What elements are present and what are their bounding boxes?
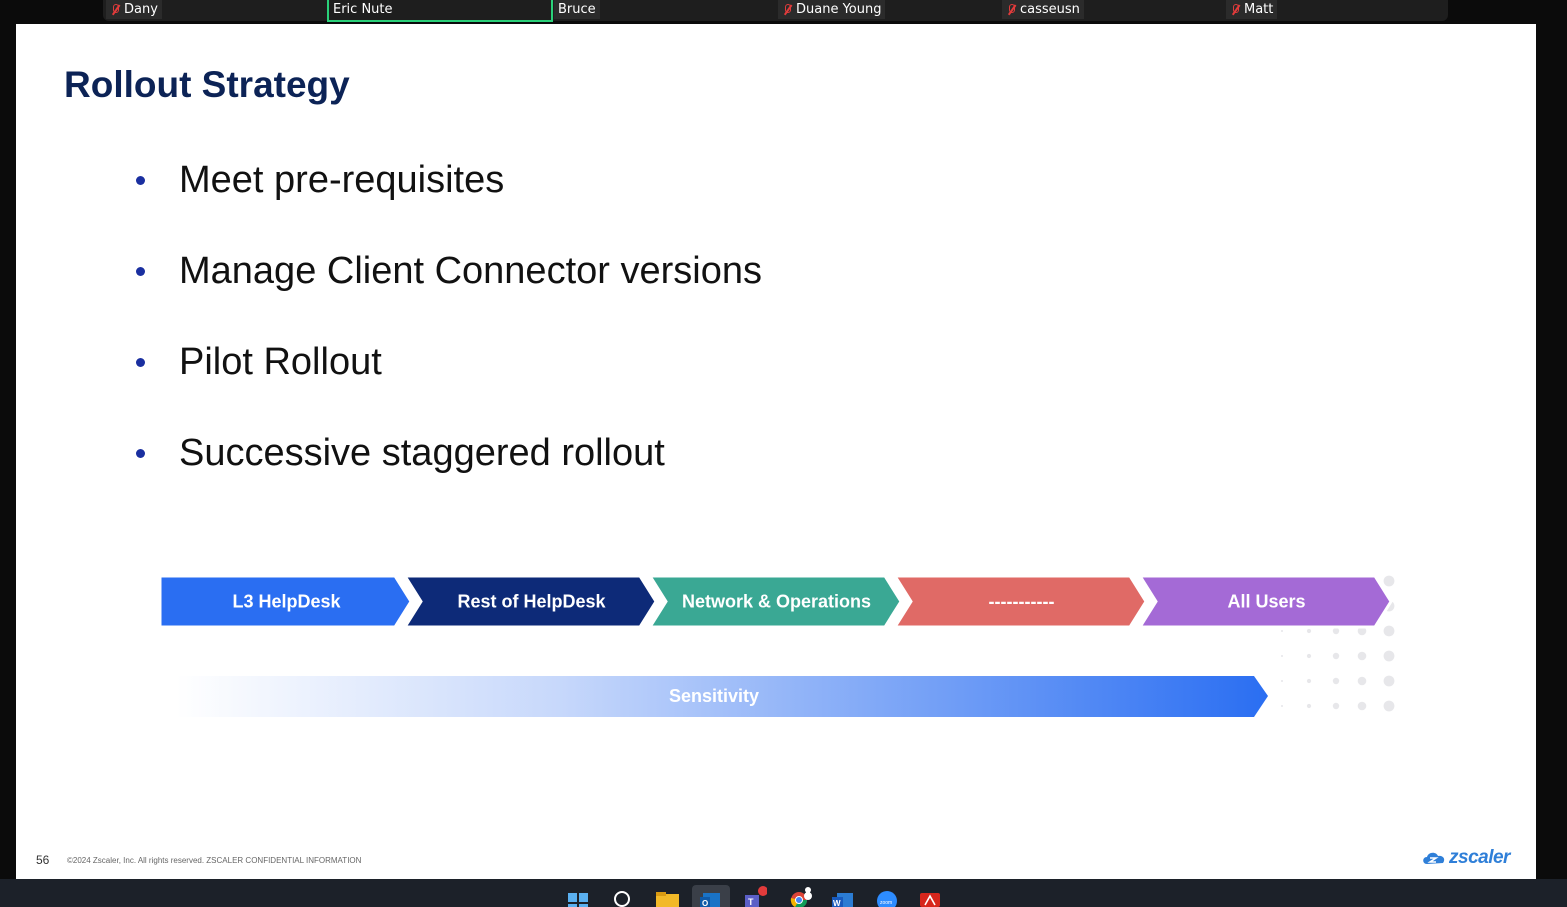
participant-bar <box>103 0 1448 21</box>
logo-text: zscaler <box>1449 847 1510 868</box>
stage-label: Rest of HelpDesk <box>457 592 606 612</box>
decor-dot <box>1306 653 1312 659</box>
participant-label: Eric Nute <box>329 0 397 19</box>
stage-chevron <box>402 574 658 629</box>
participant-name: casseusn <box>1020 2 1080 17</box>
participant-name: Matt <box>1244 2 1274 17</box>
decor-dot <box>1281 705 1283 707</box>
svg-text:zoom: zoom <box>880 900 892 906</box>
mic-muted-icon <box>110 3 120 16</box>
participant-name: Bruce <box>558 2 596 17</box>
copyright-text: ©2024 Zscaler, Inc. All rights reserved.… <box>67 856 362 865</box>
teams-icon[interactable]: T <box>743 885 767 907</box>
decor-dot <box>1383 700 1395 712</box>
acrobat-icon[interactable] <box>919 885 943 907</box>
bullet-text: Manage Client Connector versions <box>179 250 762 292</box>
bullet-item: Manage Client Connector versions <box>136 250 762 293</box>
decor-dot <box>1357 676 1367 686</box>
participant-tile-dany[interactable]: Dany <box>106 0 326 20</box>
outlook-icon[interactable]: O <box>692 885 730 907</box>
participant-label: Bruce <box>554 0 600 19</box>
participant-strip: Dany Eric Nute Bruce Duane Young casseus… <box>0 0 1567 24</box>
bullet-item: Meet pre-requisites <box>136 159 504 202</box>
svg-text:W: W <box>833 899 841 907</box>
participant-label: Duane Young <box>778 0 886 19</box>
bullet-dot <box>136 176 145 185</box>
mic-muted-icon <box>1006 3 1016 16</box>
bullet-dot <box>136 358 145 367</box>
search-icon[interactable] <box>610 885 634 907</box>
decor-dot <box>1383 575 1395 587</box>
decor-dot <box>1383 650 1395 662</box>
sensitivity-arrow: Sensitivity <box>176 676 1268 717</box>
rollout-stages: L3 HelpDesk Rest of HelpDesk Network & Ope… <box>158 574 1393 629</box>
participant-tile-casseusn[interactable]: casseusn <box>1002 0 1222 20</box>
stage-chevron <box>1137 574 1393 629</box>
participant-name: Duane Young <box>796 2 882 17</box>
stage-chevron <box>892 574 1148 629</box>
bullet-text: Meet pre-requisites <box>179 159 505 201</box>
participant-tile-matt[interactable]: Matt <box>1226 0 1446 20</box>
rollout-diagram: L3 HelpDesk Rest of HelpDesk Network & Ope… <box>158 574 1395 717</box>
sensitivity-label: Sensitivity <box>669 686 759 706</box>
shared-slide: Rollout Strategy Meet pre-requisites Man… <box>16 24 1536 879</box>
bullet-dot <box>136 449 145 458</box>
mic-muted-icon <box>782 3 792 16</box>
decor-dot <box>1357 626 1367 636</box>
decor-dot <box>1332 702 1340 710</box>
chrome-icon[interactable] <box>788 885 812 907</box>
bullet-text: Successive staggered rollout <box>179 432 665 474</box>
decor-dot <box>1306 703 1312 709</box>
stage-chevron <box>158 574 413 629</box>
zoom-icon[interactable]: zoom <box>875 885 899 907</box>
bullet-text: Pilot Rollout <box>179 341 382 383</box>
bullet-item: Pilot Rollout <box>136 341 382 384</box>
slide-title: Rollout Strategy <box>64 64 350 105</box>
participant-label: casseusn <box>1002 0 1084 19</box>
zscaler-logo: zscaler <box>1421 847 1510 869</box>
stage-label: Network & Operations <box>682 592 871 612</box>
mic-muted-icon <box>1230 3 1240 16</box>
participant-label: Matt <box>1226 0 1278 19</box>
decor-dot <box>1281 630 1283 632</box>
bullet-item: Successive staggered rollout <box>136 432 665 475</box>
decor-dot <box>1357 701 1367 711</box>
decor-dot <box>1306 678 1312 684</box>
decor-dot <box>1383 675 1395 687</box>
decor-dot <box>1332 677 1340 685</box>
page-number: 56 <box>36 853 50 867</box>
zscaler-cloud-icon <box>1423 852 1445 864</box>
decor-dot <box>1332 652 1340 660</box>
bullet-dot <box>136 267 145 276</box>
file-explorer-icon[interactable] <box>655 885 679 907</box>
decor-dot <box>1306 628 1312 634</box>
participant-name: Dany <box>124 2 158 17</box>
windows-start-icon[interactable] <box>566 885 590 907</box>
participant-tile-duane-young[interactable]: Duane Young <box>778 0 998 20</box>
stage-label: ----------- <box>989 592 1055 612</box>
stage-label: L3 HelpDesk <box>232 592 341 612</box>
decor-dot <box>1357 651 1367 661</box>
participant-tile-bruce[interactable]: Bruce <box>554 0 774 20</box>
svg-text:T: T <box>748 897 754 907</box>
stage-chevron <box>647 574 903 629</box>
participant-tile-eric-nute[interactable]: Eric Nute <box>327 0 553 22</box>
participant-name: Eric Nute <box>333 2 393 17</box>
decor-dot <box>1383 625 1395 637</box>
stage-label: All Users <box>1227 592 1305 612</box>
windows-taskbar <box>0 879 1567 907</box>
decor-dot <box>1332 627 1340 635</box>
word-icon[interactable]: W <box>831 885 855 907</box>
svg-text:O: O <box>702 899 708 907</box>
participant-label: Dany <box>106 0 162 19</box>
decor-dot <box>1281 655 1283 657</box>
decor-dot <box>1281 680 1283 682</box>
